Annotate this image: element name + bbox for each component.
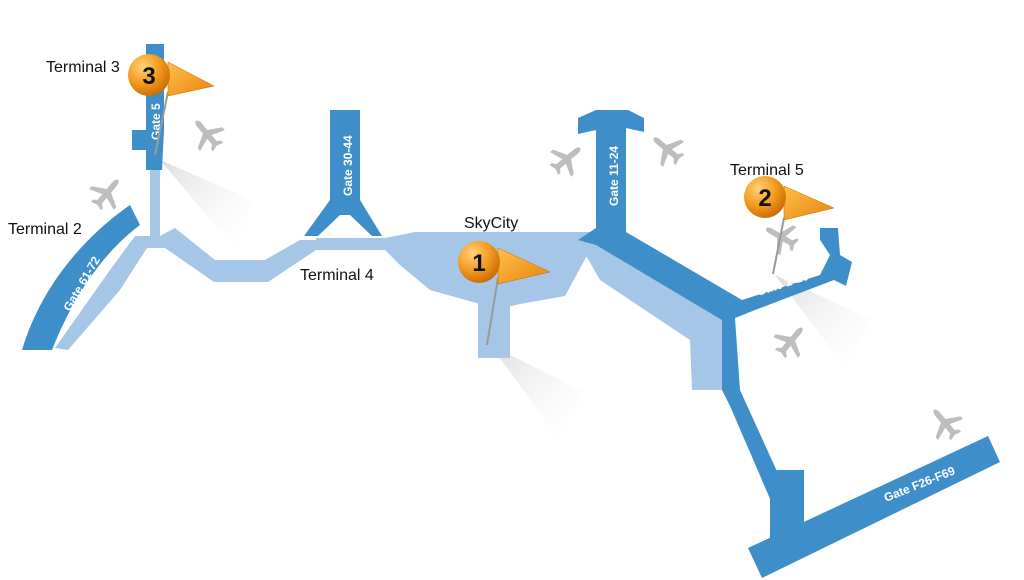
label-terminal-2: Terminal 2 [8,221,82,238]
map-marker-1[interactable]: 1 [458,241,551,346]
connector-corridors [55,165,734,390]
label-terminal-4: Terminal 4 [300,267,374,284]
marker-shadows [160,160,872,440]
label-terminal-5: Terminal 5 [730,162,804,179]
map-marker-flag-icon [167,61,215,97]
map-marker-flag-icon [783,185,835,221]
place-labels: Terminal 2 Terminal 3 Terminal 4 Termina… [8,59,804,284]
airplane-icon [921,399,969,447]
gate-label-30-44: Gate 30-44 [341,135,355,196]
airplane-icon [767,317,815,365]
map-marker-2[interactable]: 2 [744,176,835,275]
concourse-gate-f26-f69 [748,436,1000,578]
marker-number: 1 [472,250,485,277]
concourse-gate-61-72 [22,205,140,350]
gate-label-11-24: Gate 11-24 [607,146,621,206]
airplane-icon [643,125,691,173]
label-terminal-3: Terminal 3 [46,59,120,76]
airplane-icon [543,135,591,183]
concourse-gate-11-24 [578,110,852,522]
concourse-gate-30-44 [304,110,382,236]
marker-number: 3 [142,63,155,90]
airplane-icon [83,169,131,217]
label-skycity: SkyCity [464,215,518,232]
airplane-icon [183,110,231,158]
marker-number: 2 [758,185,771,212]
concourses [22,44,1000,578]
map-marker-3[interactable]: 3 [128,54,215,156]
